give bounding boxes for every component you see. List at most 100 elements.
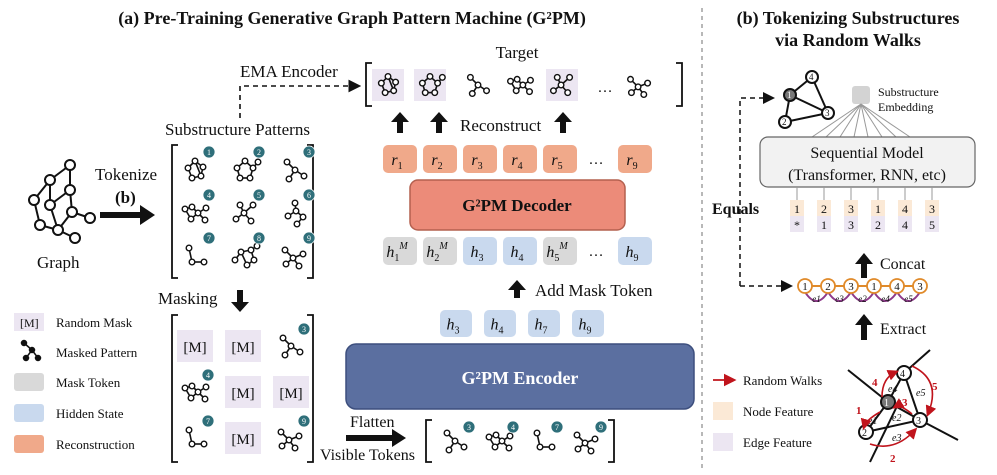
bg-edge-e5: e5 <box>916 388 925 399</box>
pattern-node <box>557 81 565 89</box>
mask-cell-label: [M] <box>231 386 254 402</box>
reconstruct-label: Reconstruct <box>460 116 541 135</box>
substructure-embedding-label-2: Embedding <box>878 100 933 114</box>
target-label: Target <box>496 43 539 62</box>
walk-edge-arc <box>896 291 921 302</box>
concat-label: Concat <box>880 256 926 273</box>
walk-node-label: 1 <box>871 281 877 293</box>
decoder-label: G²PM Decoder <box>462 196 572 215</box>
walk-node-label: 2 <box>825 281 831 293</box>
pattern-number: 3 <box>467 423 471 432</box>
pattern-4 <box>181 203 210 224</box>
pattern-node <box>492 431 500 439</box>
pattern-node <box>281 351 289 359</box>
pattern-node <box>279 334 287 342</box>
pattern-node <box>188 440 196 448</box>
pattern-node <box>485 433 493 441</box>
walk-step-labels: 1 2 3 4 5 <box>856 377 938 465</box>
sg-node-1: 1 <box>787 90 792 100</box>
target-ellipsis: … <box>598 80 613 96</box>
flat-pattern-7 <box>533 429 556 451</box>
bg-edge-e1: e1 <box>868 416 877 427</box>
concat-arrow <box>855 253 873 278</box>
pattern-node <box>627 75 635 83</box>
pattern-node <box>285 436 293 444</box>
pattern-number: 9 <box>599 423 603 432</box>
pattern-node <box>254 158 262 166</box>
pattern-node <box>505 444 513 452</box>
pattern-node <box>292 207 300 215</box>
edge-feature-cell <box>871 216 885 232</box>
pattern-badge-4: 4 <box>202 188 216 202</box>
pattern-node <box>296 348 304 356</box>
flatten-left-bracket <box>425 419 432 463</box>
panel-b-title-line2: via Random Walks <box>775 30 921 50</box>
pattern-number: 5 <box>257 191 261 200</box>
pattern-node <box>185 426 193 434</box>
pattern-node <box>282 260 290 268</box>
pattern-node <box>199 163 207 171</box>
pattern-node <box>438 73 446 81</box>
pattern-number: 3 <box>307 148 311 157</box>
legend-mask-token-swatch <box>14 373 44 391</box>
pattern-node <box>443 429 451 437</box>
token-text: r2 <box>431 152 442 172</box>
pattern-node <box>536 443 544 451</box>
pattern-number: 7 <box>206 417 210 426</box>
pattern-node <box>526 88 534 96</box>
pattern-node <box>640 90 648 98</box>
pattern-node <box>202 383 210 391</box>
flat-badge-4: 4 <box>506 420 520 434</box>
walk-edge-label: e2 <box>858 294 867 304</box>
graph-label: Graph <box>37 253 80 272</box>
pattern-node <box>418 79 426 87</box>
pattern-node <box>627 89 635 97</box>
edge-feature-cell <box>844 216 858 232</box>
ema-dashed-arrow <box>239 79 362 118</box>
sequential-model-sub: (Transformer, RNN, etc) <box>788 167 946 184</box>
random-mask-cell <box>225 376 261 408</box>
masking-label: Masking <box>158 289 218 308</box>
masked-grid-pattern-3 <box>279 334 304 359</box>
node-feature-value: 2 <box>821 202 827 216</box>
ema-encoder-label: EMA Encoder <box>240 62 338 81</box>
walk-node-label: 3 <box>917 281 923 293</box>
legend-reconstruction: Reconstruction <box>56 437 135 452</box>
walk-node <box>797 278 813 294</box>
pattern-7 <box>185 244 208 266</box>
pattern-node <box>188 174 196 182</box>
pattern-node <box>181 384 189 392</box>
equals-dashed-up <box>739 92 775 286</box>
pattern-node <box>191 157 199 165</box>
pattern-node <box>587 447 595 455</box>
walk-node-label: 4 <box>894 281 900 293</box>
flat-pattern-3 <box>443 429 468 454</box>
pattern-node <box>185 244 193 252</box>
pattern-number: 1 <box>207 148 211 157</box>
pattern-node <box>188 203 196 211</box>
bg-node-3: 3 <box>916 416 921 427</box>
walk-edge-label: e5 <box>904 294 913 304</box>
pattern-node <box>278 442 286 450</box>
pattern-node <box>293 220 301 228</box>
panel-b-title-line1: (b) Tokenizing Substructures <box>737 8 960 29</box>
walk-edge-arc <box>850 291 875 302</box>
pattern-node <box>236 201 244 209</box>
node-feature-value: 4 <box>902 202 908 216</box>
node-feature-cell <box>844 200 858 216</box>
walk-edge-arc <box>873 291 898 302</box>
legend-edge-feature: Edge Feature <box>743 435 812 450</box>
legend-hidden-state-swatch <box>14 404 44 422</box>
pattern-node <box>451 437 459 445</box>
tokenize-ref: (b) <box>115 188 136 207</box>
pattern-number: 4 <box>206 371 210 380</box>
pattern-node <box>526 76 534 84</box>
small-graph-top <box>778 70 835 129</box>
pattern-node <box>460 443 468 451</box>
pattern-node <box>233 164 241 172</box>
small-graph-top-labels: 4 3 2 1 <box>782 72 830 127</box>
panel-a-title: (a) Pre-Training Generative Graph Patter… <box>118 8 586 29</box>
pattern-3 <box>283 158 308 183</box>
